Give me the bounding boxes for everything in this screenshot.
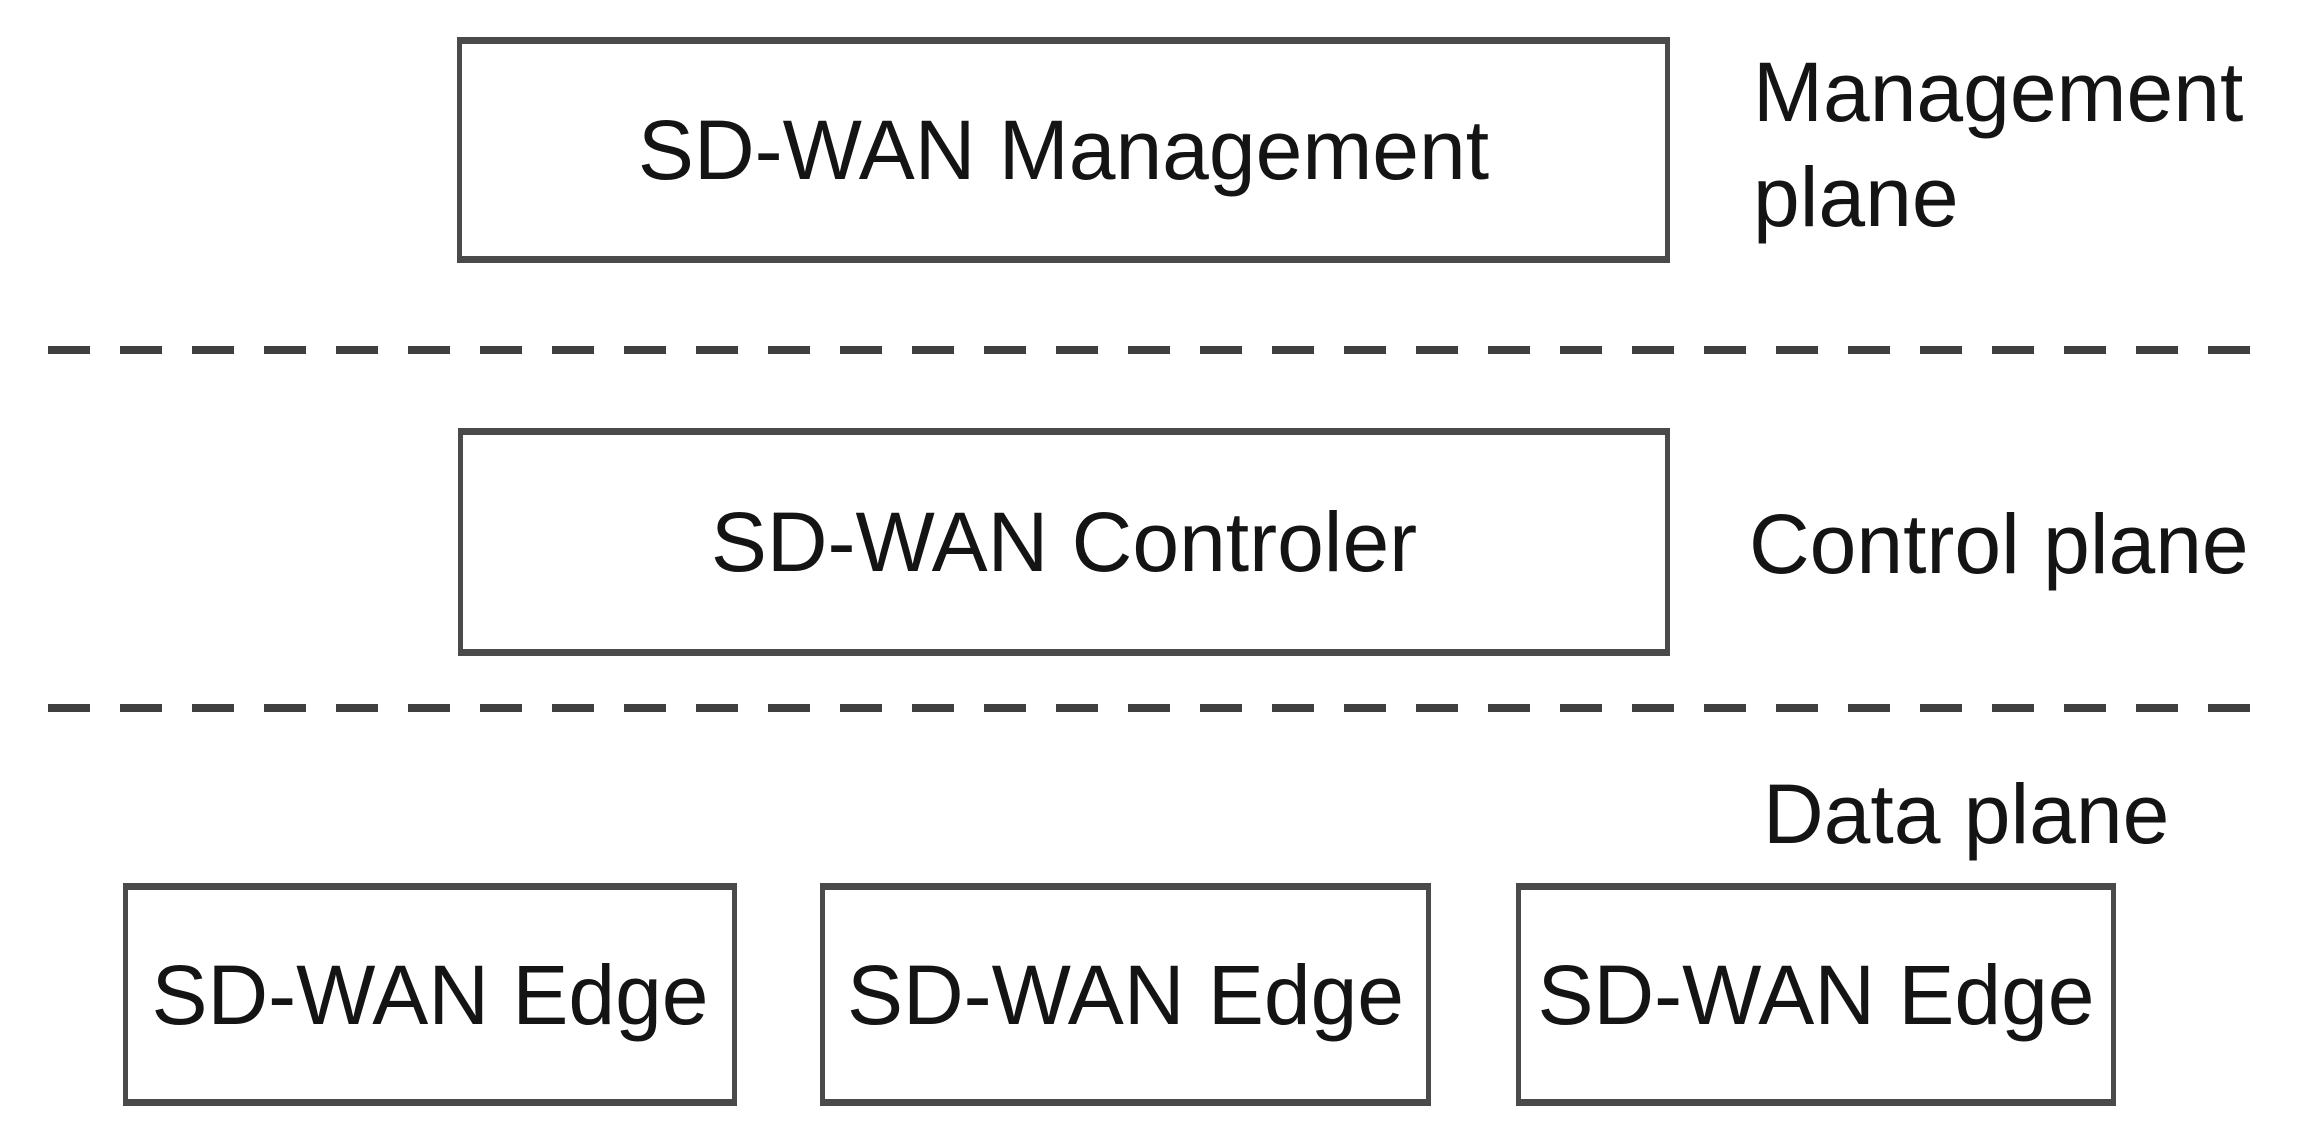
management-control-divider-dashed-line [48, 346, 2260, 354]
edge-box-3: SD-WAN Edge [1516, 883, 2116, 1106]
data-plane-label: Data plane [1763, 767, 2170, 861]
control-plane-label: Control plane [1749, 497, 2249, 591]
edge-box-1-label: SD-WAN Edge [151, 947, 709, 1042]
edge-box-3-label: SD-WAN Edge [1537, 947, 2095, 1042]
management-plane-label: Management plane [1753, 45, 2244, 244]
edge-box-2: SD-WAN Edge [820, 883, 1431, 1106]
management-box: SD-WAN Management [457, 37, 1670, 263]
control-data-divider-dashed-line [48, 704, 2260, 712]
edge-box-2-label: SD-WAN Edge [846, 947, 1405, 1042]
edge-box-1: SD-WAN Edge [123, 883, 737, 1106]
controller-box: SD-WAN Controler [458, 428, 1670, 656]
controller-box-label: SD-WAN Controler [710, 495, 1418, 589]
management-box-label: SD-WAN Management [637, 103, 1490, 197]
